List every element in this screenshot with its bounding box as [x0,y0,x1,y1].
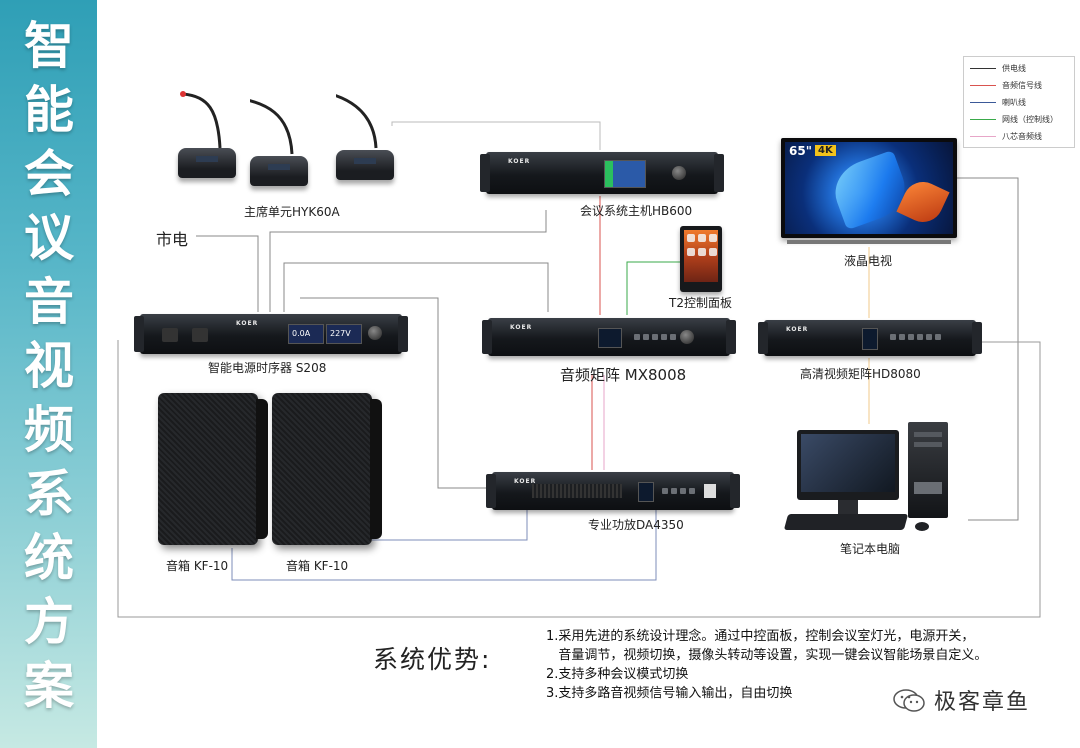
video-matrix-device: KOER [758,320,982,356]
speaker-2-label: 音箱 KF-10 [286,559,349,573]
tv-4k-badge: 4K [815,145,836,156]
line-panel-matrix [626,261,680,315]
chairman-mic-3 [336,90,398,180]
brand-logo: KOER [514,478,537,485]
legend-item: 喇叭线 [970,97,1026,108]
side-title-char: 方 [24,593,74,651]
line-outer-frame [117,340,1041,618]
amplifier-device: KOER [486,472,740,510]
audio-matrix-device: KOER [482,318,736,356]
brand-logo: KOER [786,326,809,333]
line-mic-to-host [391,121,601,150]
pc-monitor-stand [838,500,858,514]
wechat-bubble-icon [893,689,925,712]
pc-keyboard [783,514,909,530]
advantage-item: 2.支持多种会议模式切换 [546,667,689,682]
legend-box: 供电线 音频信号线 喇叭线 网线（控制线） 八芯音频线 [963,56,1075,148]
side-title-char: 智 [24,17,74,75]
line-mains [196,235,259,312]
chairman-mic-1 [178,90,240,178]
conference-host-device: KOER [480,152,724,194]
watermark-text: 极客章鱼 [934,690,1031,715]
control-panel-label: T2控制面板 [669,296,732,310]
legend-item: 供电线 [970,63,1026,74]
advantage-item: 3.支持多路音视频信号输入输出，自由切换 [546,686,793,701]
line-amp-speaker2 [372,510,528,541]
gooseneck-icon [250,99,294,155]
lcd-tv-device: 65" 4K [781,138,957,244]
legend-item: 八芯音频线 [970,131,1042,142]
mic-unit-label: 主席单元HYK60A [244,205,340,219]
side-title-char: 统 [24,529,74,587]
side-title: 智 能 会 议 音 视 频 系 统 方 案 [8,14,90,718]
amplifier-label: 专业功放DA4350 [588,518,684,532]
side-title-char: 视 [24,337,74,395]
line-seq-to-matrix [283,262,549,312]
advantages-title: 系统优势: [373,645,492,674]
chairman-mic-2 [250,96,312,186]
side-title-char: 会 [24,145,74,203]
speaker-1-device [158,393,268,545]
video-matrix-label: 高清视频矩阵HD8080 [800,367,921,381]
line-host-to-seq [269,210,547,312]
control-panel-device [680,226,722,292]
advantage-item: 音量调节，视频切换，摄像头转动等设置，实现一键会议智能场景自定义。 [546,648,988,663]
laptop-label: 笔记本电脑 [840,542,901,556]
audio-matrix-label: 音频矩阵 MX8008 [560,366,687,384]
advantage-item: 1.采用先进的系统设计理念。通过中控面板，控制会议室灯光，电源开关， [546,629,975,644]
brand-logo: KOER [236,320,259,327]
sequencer-current-display: 0.0A [288,324,324,344]
sequencer-voltage-display: 227V [326,324,362,344]
gooseneck-icon [336,94,378,149]
side-title-char: 频 [24,401,74,459]
speaker-2-device [272,393,382,545]
side-title-char: 能 [24,81,74,139]
pc-mouse [915,522,929,531]
power-sequencer-label: 智能电源时序器 S208 [208,361,327,375]
conference-host-label: 会议系统主机HB600 [580,204,693,218]
legend-item: 音频信号线 [970,80,1042,91]
brand-logo: KOER [510,324,533,331]
watermark: 极客章鱼 [892,684,1030,716]
advantages-list: 1.采用先进的系统设计理念。通过中控面板，控制会议室灯光，电源开关， 音量调节，… [546,627,1066,703]
gooseneck-icon [180,91,222,149]
line-seq-amp [300,297,486,489]
brand-logo: KOER [508,158,531,165]
speaker-1-label: 音箱 KF-10 [166,559,229,573]
line-right-frame [957,177,1019,521]
side-title-band [0,0,97,748]
legend-item: 网线（控制线） [970,114,1058,125]
pc-monitor [797,430,899,500]
pc-tower [908,422,948,518]
side-title-char: 音 [24,273,74,331]
side-title-char: 系 [24,465,74,523]
power-sequencer-device: KOER 0.0A 227V [134,314,408,354]
side-title-char: 案 [24,657,74,715]
tv-label: 液晶电视 [844,254,893,268]
tv-size-badge: 65" [789,144,812,158]
mains-label: 市电 [156,230,189,249]
line-amp-speaker1 [231,510,657,581]
side-title-char: 议 [24,209,74,267]
